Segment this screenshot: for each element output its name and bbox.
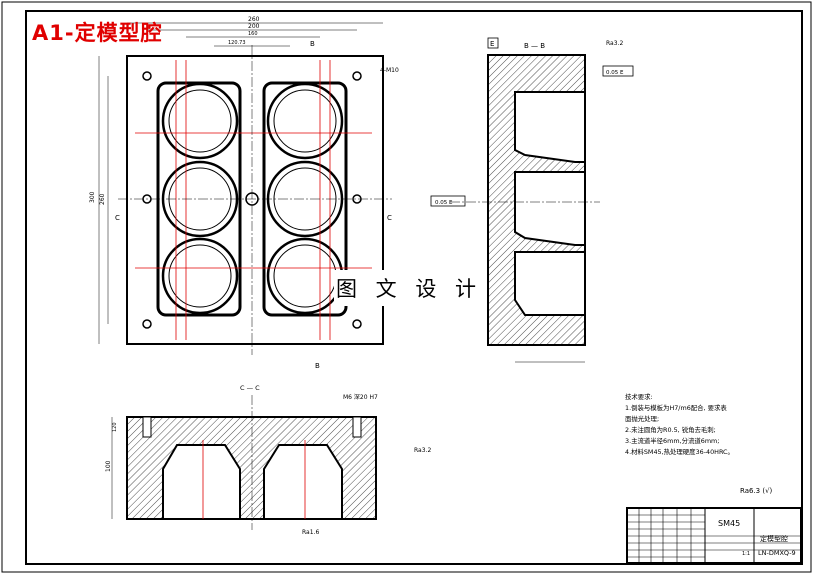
dim-300: 300 — [89, 191, 96, 203]
dim-100-b: 100 — [105, 460, 112, 472]
sprue — [245, 192, 259, 206]
top-dims — [98, 22, 383, 344]
title-block-material: SM45 — [718, 519, 740, 528]
dim-260: 260 — [248, 16, 260, 23]
tolerance-box-left — [430, 195, 466, 207]
tech-heading: 技术要求: — [625, 393, 653, 401]
title-block-sheet: 1:1 — [742, 551, 750, 557]
mark-b-top: B — [310, 40, 315, 48]
title-block-part-name: 定模型腔 — [760, 534, 788, 543]
bottom-red-lines — [202, 440, 306, 519]
cavity-left-3 — [161, 237, 239, 315]
title-block-drawing-no: LN-DMXQ-9 — [758, 549, 796, 557]
mark-c-right: C — [387, 214, 392, 222]
tech-item-1: 1.倒装与模板为H7/m6配合, 要求表 — [625, 404, 727, 412]
runner-lines — [135, 60, 372, 340]
roughness-bottom-right: Ra3.2 — [414, 447, 431, 454]
tech-requirements: 技术要求: 1.倒装与模板为H7/m6配合, 要求表 面抛光处理; 2.未注圆角… — [625, 392, 734, 458]
overall-roughness: Ra6.3 (√) — [740, 487, 773, 495]
datum-e-box — [487, 37, 499, 49]
mark-b-bottom: B — [315, 362, 320, 370]
bolt-holes — [142, 71, 362, 329]
inner-border — [25, 10, 803, 565]
datum-e: E — [490, 40, 494, 48]
cavity-right-1 — [266, 82, 344, 160]
cavity-left-1 — [161, 82, 239, 160]
side-view — [430, 37, 634, 363]
side-section-hatch — [487, 54, 586, 346]
bolt-left — [142, 416, 152, 438]
dim-200: 200 — [248, 23, 260, 30]
cavity-right-3 — [266, 237, 344, 315]
bolt-right — [352, 416, 362, 438]
top-view — [98, 22, 392, 355]
section-bb-label: B — B — [524, 42, 545, 50]
drawing-title: A1-定模型腔 — [32, 21, 163, 45]
callout-4m10: 4-M10 — [380, 67, 399, 74]
tolerance-left: 0.05 E — [435, 200, 453, 206]
tech-item-1b: 面抛光处理; — [625, 415, 660, 423]
plate-outline — [126, 55, 384, 345]
roughness-side: Ra3.2 — [606, 40, 623, 47]
roughness-bottom: Ra1.6 — [302, 529, 319, 536]
bottom-view — [111, 395, 377, 530]
thread-callout: M6 深20 H7 — [343, 393, 378, 401]
tech-item-2: 2.未注圆角为R0.5, 锐角去毛刺; — [625, 426, 716, 434]
tolerance-top: 0.05 E — [606, 70, 624, 76]
dim-160: 160 — [248, 31, 258, 37]
dim-120: 120.73 — [228, 40, 246, 46]
watermark: 图 文 设 计 — [334, 270, 484, 306]
tech-item-3: 3.主流道半径6mm,分流道6mm; — [625, 437, 720, 445]
tech-item-4: 4.材料SM45,热处理硬度36-40HRC。 — [625, 448, 734, 456]
title-block — [626, 507, 802, 564]
section-cc-label: C — C — [240, 384, 260, 392]
center-lines — [118, 45, 392, 355]
mark-c-left: C — [115, 214, 120, 222]
tolerance-box-top — [602, 65, 634, 77]
bottom-section-hatch — [126, 416, 377, 520]
dim-260-v: 260 — [99, 193, 106, 205]
dim-120-b: 120 — [112, 422, 118, 432]
